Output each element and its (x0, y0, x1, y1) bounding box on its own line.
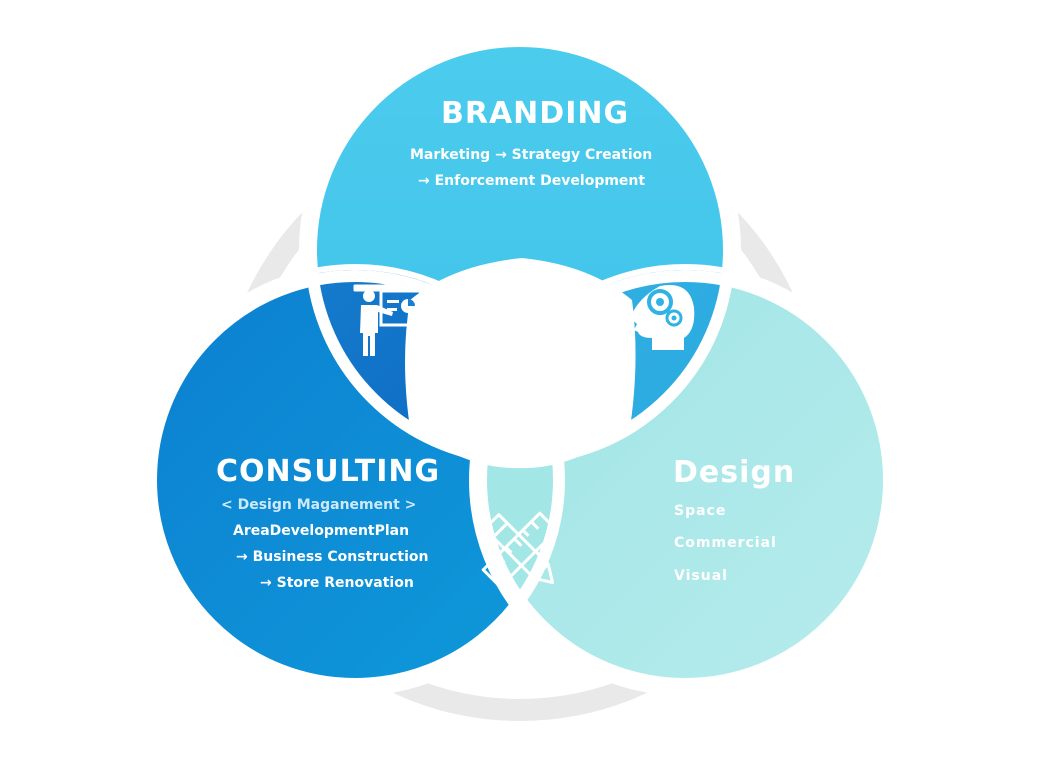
consulting-subtitle: < Design Maganement > (221, 497, 417, 513)
design-item-space: Space (674, 503, 727, 519)
head-gears-icon (630, 284, 695, 350)
branding-line-2: → Enforcement Development (418, 173, 646, 189)
center-triangle (405, 258, 636, 469)
consulting-line-3: → Store Renovation (260, 575, 414, 591)
presenter-board-icon (353, 284, 429, 356)
consulting-line-1: AreaDevelopmentPlan (233, 523, 410, 539)
consulting-title: CONSULTING (216, 454, 441, 489)
ruler-pencil-icon (481, 511, 559, 589)
design-item-visual: Visual (674, 568, 728, 584)
design-title: Design (673, 455, 796, 490)
design-item-commercial: Commercial (674, 535, 777, 551)
consulting-line-2: → Business Construction (236, 549, 429, 565)
branding-title: BRANDING (441, 96, 630, 131)
branding-line-1: Marketing → Strategy Creation (410, 147, 653, 163)
